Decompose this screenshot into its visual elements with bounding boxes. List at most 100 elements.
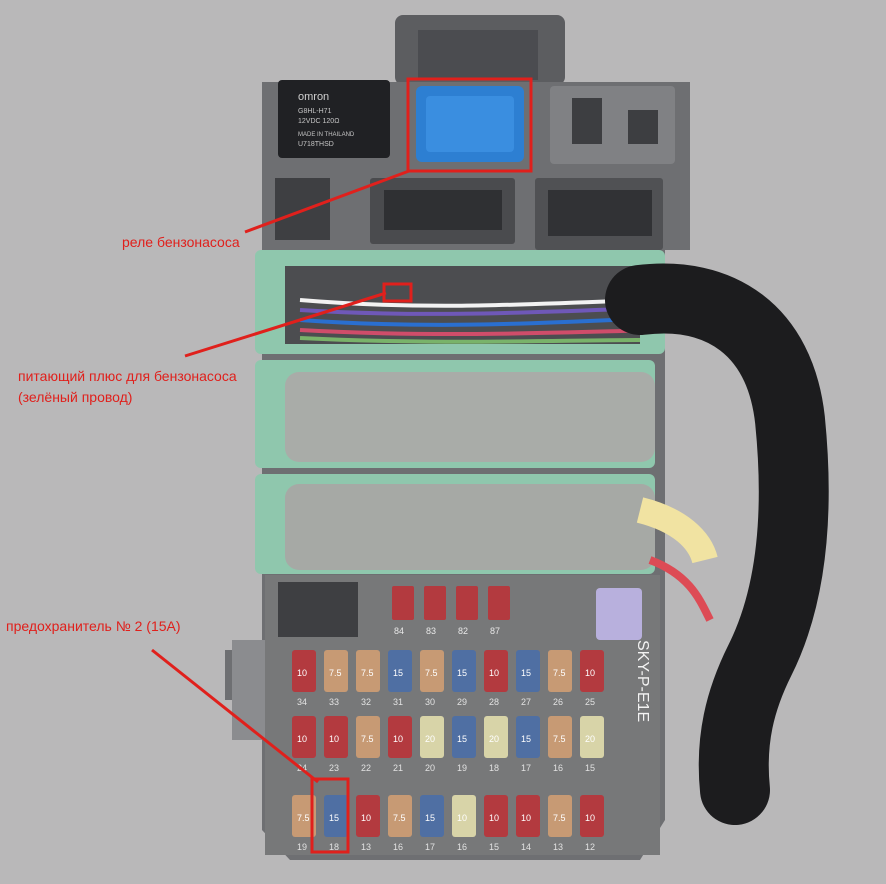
yellow-wire xyxy=(636,497,718,564)
fuse-value: 15 xyxy=(521,668,531,678)
pointer-relay xyxy=(244,169,410,234)
fuse xyxy=(356,716,380,758)
fuse-value: 15 xyxy=(425,813,435,823)
top-fuse-label: 84 xyxy=(394,626,404,636)
red-wire xyxy=(648,556,714,622)
label-fuse-2: предохранитель № 2 (15А) xyxy=(6,618,181,634)
fuse-value: 10 xyxy=(297,668,307,678)
fuse-panel-relay-socket xyxy=(278,582,358,637)
fuse-slot-label: 19 xyxy=(457,763,467,773)
highlight-fuel-pump-relay xyxy=(406,77,533,173)
fuse-value: 10 xyxy=(457,813,467,823)
fuse xyxy=(580,650,604,692)
fuse xyxy=(484,795,508,837)
fuse xyxy=(388,650,412,692)
fuse-value: 10 xyxy=(393,734,403,744)
fuse-value: 20 xyxy=(425,734,435,744)
fuse-slot-label: 16 xyxy=(457,842,467,852)
fuse xyxy=(292,650,316,692)
top-fuse-label: 82 xyxy=(458,626,468,636)
fuse xyxy=(420,795,444,837)
fuse-slot-label: 19 xyxy=(297,842,307,852)
fuse-slot-label: 33 xyxy=(329,697,339,707)
fuse-value: 10 xyxy=(521,813,531,823)
top-fuse xyxy=(424,586,446,620)
fuse xyxy=(388,795,412,837)
top-fuse xyxy=(456,586,478,620)
socket-slot xyxy=(572,98,602,144)
highlight-fuse-2 xyxy=(310,777,350,854)
fuse xyxy=(452,650,476,692)
fuse-slot-label: 17 xyxy=(425,842,435,852)
socket-slot xyxy=(628,110,658,144)
fuse xyxy=(452,716,476,758)
fuse-slot-label: 18 xyxy=(329,842,339,852)
fuse-value: 15 xyxy=(521,734,531,744)
fuse-slot-label: 31 xyxy=(393,697,403,707)
fuse-slot-label: 21 xyxy=(393,763,403,773)
fuse-slot-label: 13 xyxy=(553,842,563,852)
fuse xyxy=(548,795,572,837)
small-connector xyxy=(275,178,330,240)
fuse-value: 10 xyxy=(361,813,371,823)
fuse xyxy=(420,716,444,758)
fuse-value: 7.5 xyxy=(361,668,374,678)
fuse-slot-label: 16 xyxy=(553,763,563,773)
top-fuse xyxy=(392,586,414,620)
fuse xyxy=(324,650,348,692)
fuse-slot-label: 20 xyxy=(425,763,435,773)
fuse xyxy=(420,650,444,692)
fuse-value: 10 xyxy=(297,734,307,744)
fuse-value: 7.5 xyxy=(553,668,566,678)
top-fuse xyxy=(488,586,510,620)
label-fuel-pump-relay: реле бензонасоса xyxy=(122,234,240,250)
relay-rating: 12VDC 120Ω xyxy=(298,118,339,125)
top-cap-slot xyxy=(418,30,538,80)
grey-plug-1 xyxy=(285,372,655,462)
fuse-value: 10 xyxy=(489,813,499,823)
fuse-slot-label: 28 xyxy=(489,697,499,707)
wire-green xyxy=(299,336,641,344)
fuse-slot-label: 30 xyxy=(425,697,435,707)
fuse xyxy=(580,795,604,837)
wire xyxy=(299,298,641,308)
grey-plug-2 xyxy=(285,484,655,570)
fuse-value: 7.5 xyxy=(425,668,438,678)
fuse xyxy=(356,650,380,692)
fuse-value: 7.5 xyxy=(393,813,406,823)
right-connector-slots xyxy=(548,190,652,236)
wire-harness xyxy=(605,263,829,825)
fuse-slot-label: 22 xyxy=(361,763,371,773)
fuse-value: 15 xyxy=(457,668,467,678)
fuse-value: 20 xyxy=(489,734,499,744)
fuse-value: 10 xyxy=(585,668,595,678)
fuse xyxy=(356,795,380,837)
fuse-value: 7.5 xyxy=(329,668,342,678)
fuse-value: 7.5 xyxy=(553,813,566,823)
fuse-slot-label: 23 xyxy=(329,763,339,773)
fuse-slot-label: 12 xyxy=(585,842,595,852)
label-power-plus-line1: питающий плюс для бензонасоса xyxy=(18,368,237,384)
fuse xyxy=(388,716,412,758)
fuse-slot-label: 18 xyxy=(489,763,499,773)
fuse xyxy=(516,716,540,758)
fuse-slot-label: 16 xyxy=(393,842,403,852)
fuse-slot-label: 15 xyxy=(585,763,595,773)
fuse-slot-label: 27 xyxy=(521,697,531,707)
top-fuse-label: 87 xyxy=(490,626,500,636)
fuse-rows: 10347.5337.53215317.5301529102815277.526… xyxy=(292,650,604,852)
fuse-value: 10 xyxy=(329,734,339,744)
fuse xyxy=(452,795,476,837)
fuse-slot-label: 32 xyxy=(361,697,371,707)
wire xyxy=(299,328,661,337)
fuse-value: 7.5 xyxy=(297,813,310,823)
fuse xyxy=(484,716,508,758)
fuse-value: 15 xyxy=(457,734,467,744)
fuse-slot-label: 34 xyxy=(297,697,307,707)
label-power-plus-line2: (зелёный провод) xyxy=(18,389,133,405)
fuse xyxy=(548,650,572,692)
purple-part xyxy=(596,588,642,640)
